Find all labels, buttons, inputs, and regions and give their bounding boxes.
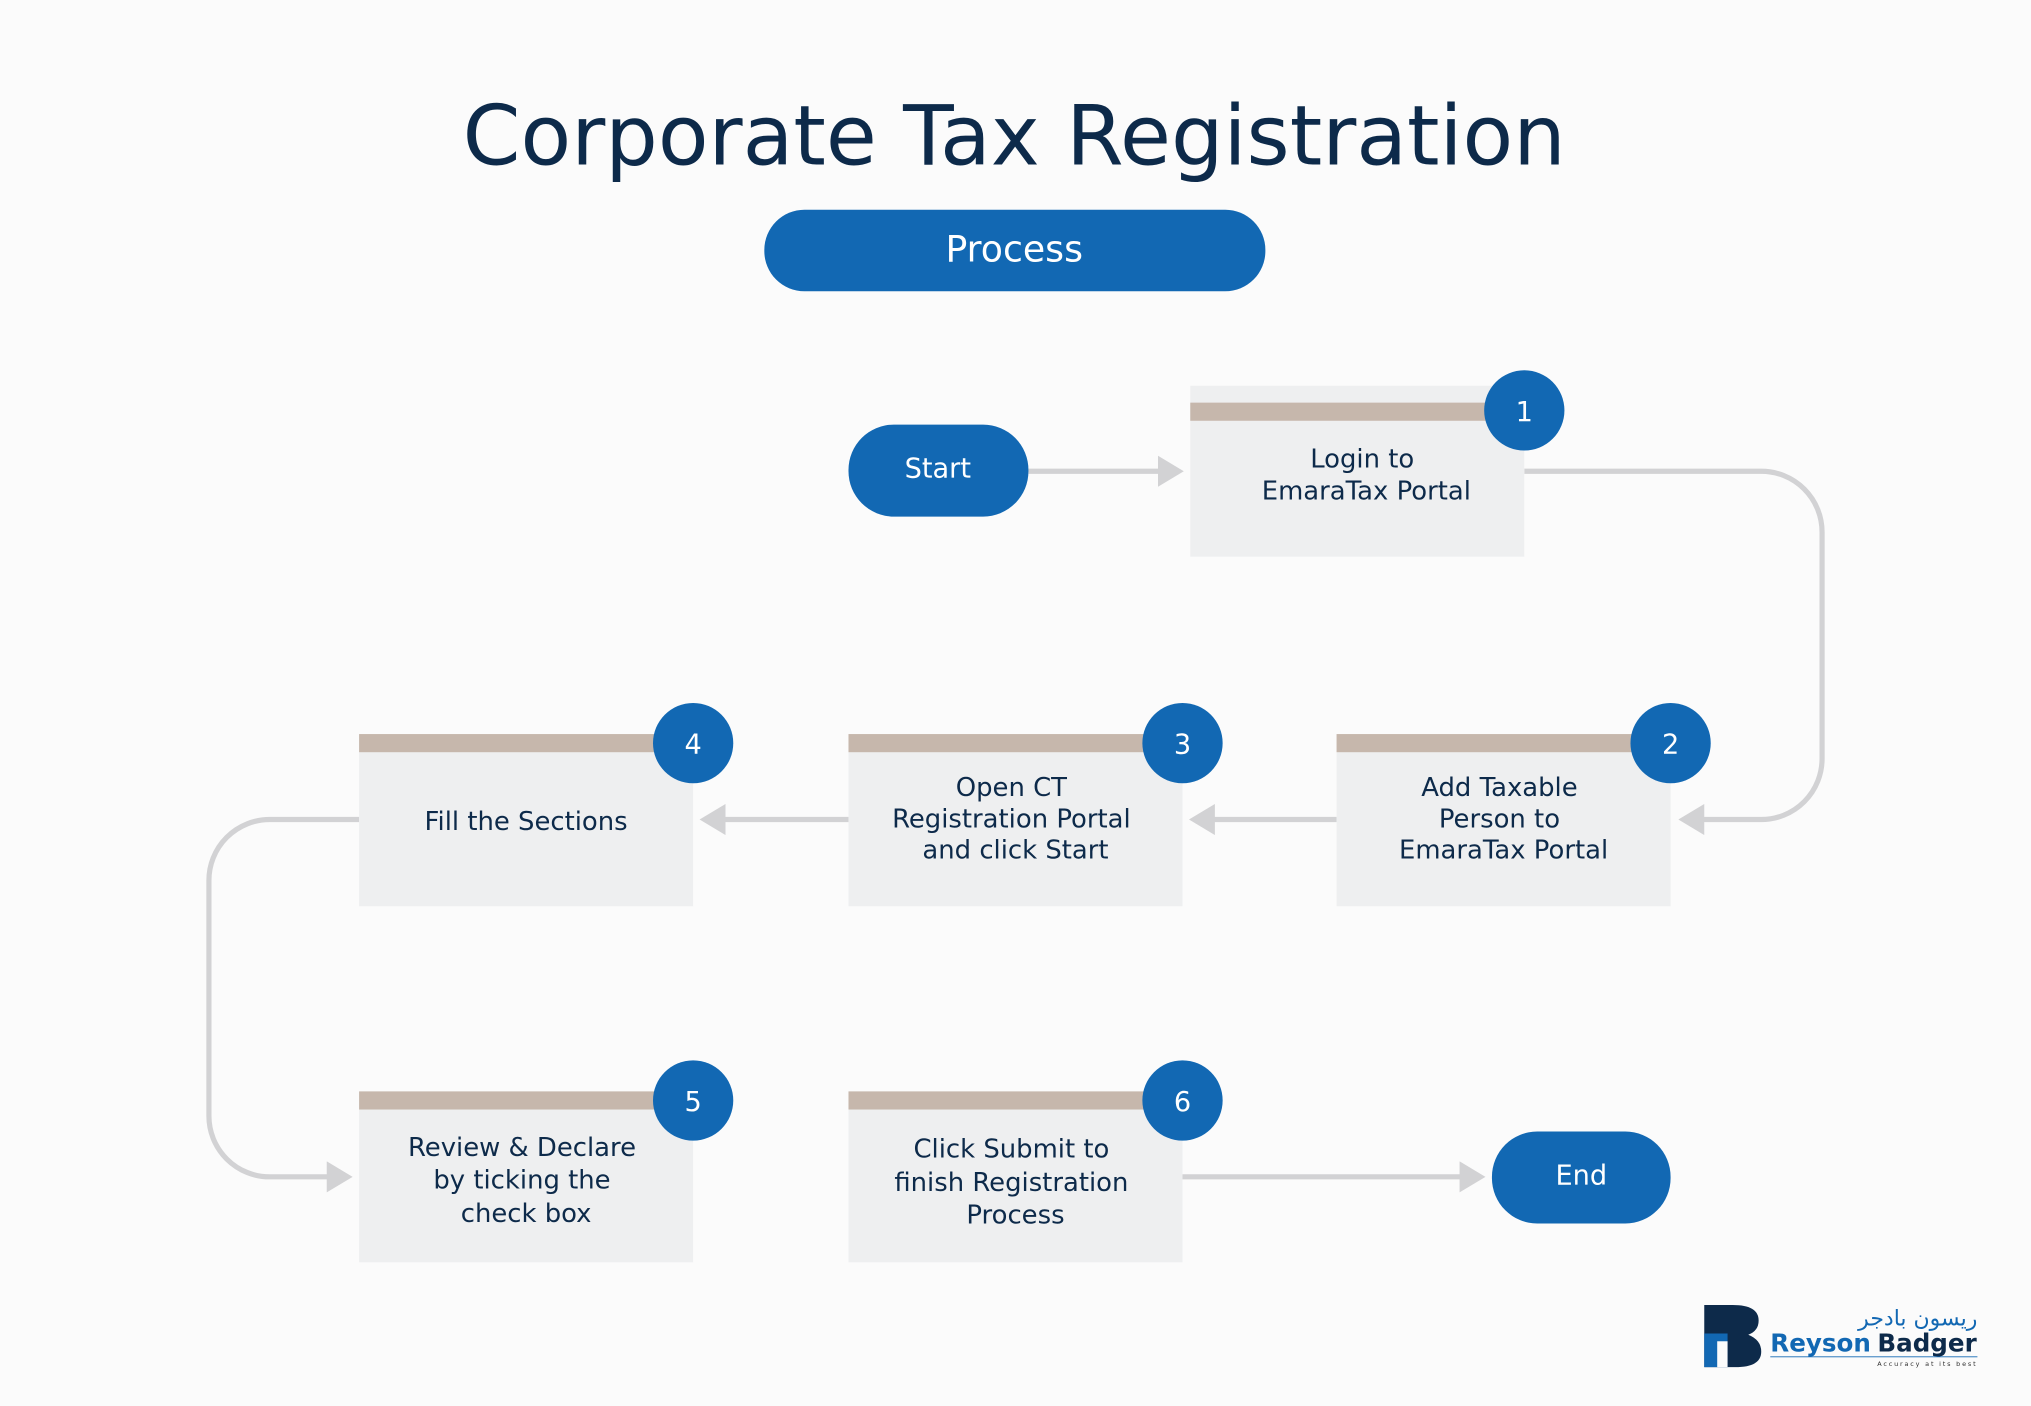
- step-3: Open CT Registration Portal and click St…: [848, 703, 1223, 907]
- logo-mark-icon: [1704, 1305, 1762, 1368]
- step-number: 6: [1174, 1087, 1191, 1118]
- start-node: Start: [848, 424, 1029, 517]
- step-number: 1: [1516, 397, 1533, 428]
- step-label: Login to EmaraTax Portal: [1262, 444, 1471, 506]
- page-title: Corporate Tax Registration: [463, 87, 1566, 184]
- step-number-badge: [652, 703, 734, 784]
- connector-4-5: [206, 816, 360, 1193]
- logo-arabic: ريسون بادجر: [1857, 1307, 1977, 1332]
- step-2: Add Taxable Person to EmaraTax Portal 2: [1336, 703, 1711, 907]
- step-4: Fill the Sections 4: [359, 703, 734, 907]
- step-number-badge: [1142, 1060, 1223, 1141]
- step-number-badge: [1630, 703, 1711, 784]
- step-label: Open CT Registration Portal and click St…: [892, 773, 1139, 865]
- connector-1-2: [1524, 468, 1825, 836]
- end-label: End: [1555, 1161, 1607, 1192]
- step-label: Click Submit to finish Registration Proc…: [894, 1134, 1136, 1230]
- process-label: Process: [945, 228, 1083, 271]
- step-number: 4: [684, 729, 701, 760]
- step-label: Review & Declare by ticking the check bo…: [408, 1133, 644, 1229]
- step-label: Fill the Sections: [425, 807, 628, 837]
- step-6: Click Submit to finish Registration Proc…: [848, 1060, 1223, 1263]
- step-number: 3: [1174, 729, 1191, 760]
- end-node: End: [1491, 1131, 1671, 1224]
- step-number-badge: [1484, 370, 1565, 451]
- process-pill: Process: [764, 209, 1266, 292]
- step-number-badge: [652, 1060, 734, 1141]
- logo-tagline: Accuracy at its best: [1877, 1360, 1977, 1368]
- step-number: 2: [1662, 729, 1679, 760]
- step-number: 5: [684, 1087, 701, 1118]
- start-label: Start: [905, 454, 971, 485]
- step-1: Login to EmaraTax Portal 1: [1190, 370, 1565, 557]
- step-number-badge: [1142, 703, 1223, 784]
- step-5: Review & Declare by ticking the check bo…: [359, 1060, 734, 1263]
- step-label: Add Taxable Person to EmaraTax Portal: [1399, 773, 1608, 865]
